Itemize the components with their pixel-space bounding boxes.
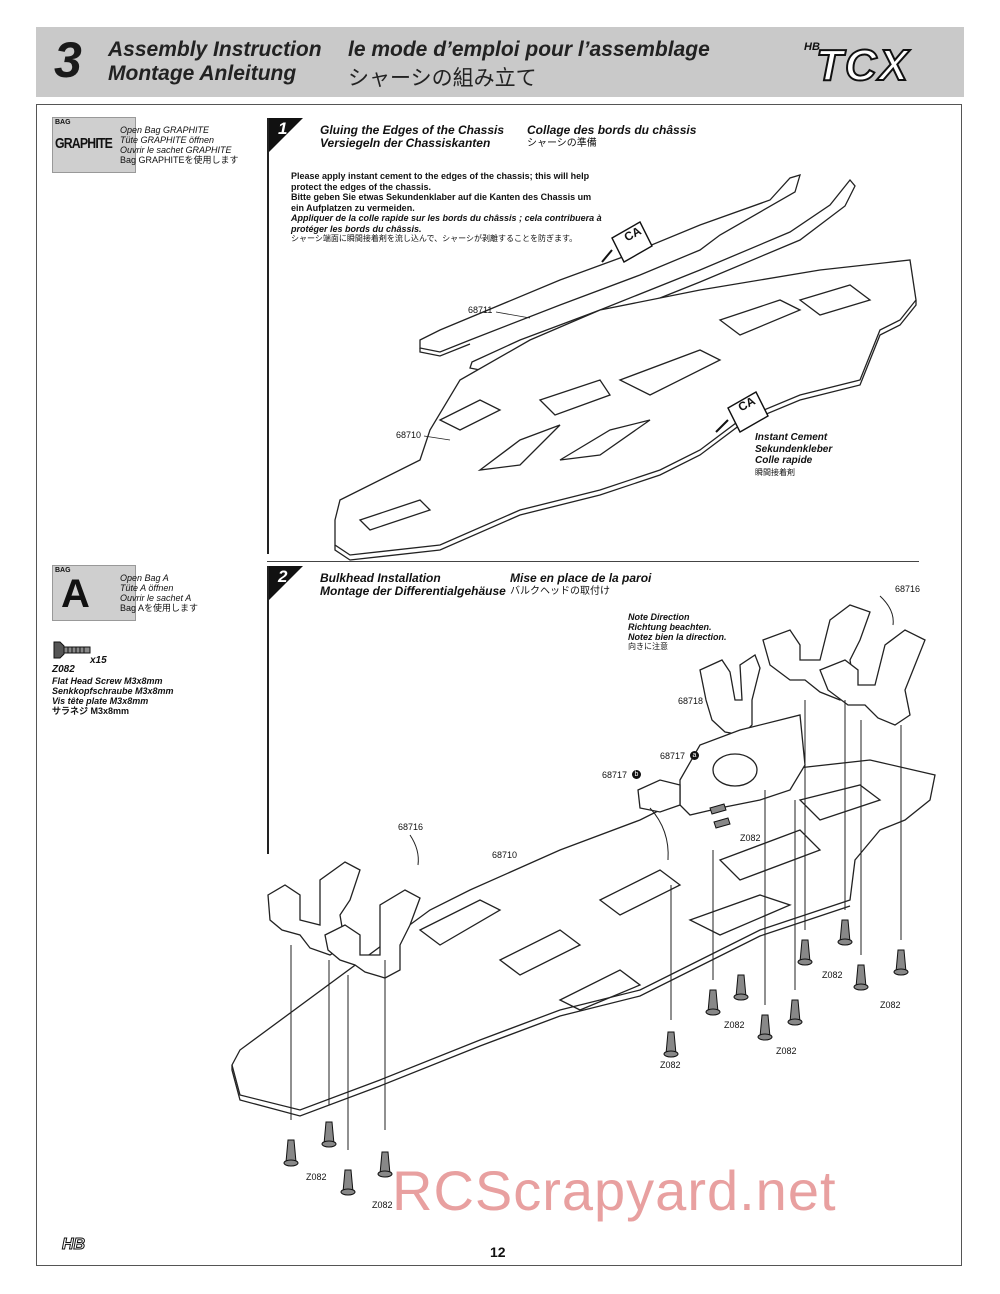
step1-title-en: Gluing the Edges of the Chassis — [320, 123, 505, 137]
mount-badge-a: a — [690, 751, 699, 760]
chassis-plate-step2 — [231, 759, 936, 1117]
ca-bottle-bottom-icon — [715, 391, 769, 433]
bag-tag: BAG — [55, 567, 71, 574]
bulkhead-rear-68716 — [762, 604, 926, 726]
mount-badge-b: b — [632, 770, 641, 779]
step2-tab — [269, 566, 303, 600]
instant-cement-label: Instant Cement Sekundenkleber Colle rapi… — [755, 432, 833, 477]
header-title-fr: le mode d’emploi pour l’assemblage — [348, 38, 710, 61]
part-label-68717-b: 68717 — [602, 770, 628, 780]
screw-quantity: x15 — [90, 655, 107, 666]
z082-screws — [283, 803, 909, 1196]
bag-graphite-name: GRAPHITE — [55, 135, 113, 152]
chapter-number: 3 — [54, 32, 82, 88]
center-bulkhead-68718 — [699, 654, 761, 736]
screw-label: Z082 — [306, 1172, 327, 1182]
screw-label: Z082 — [776, 1046, 797, 1056]
page-frame — [36, 104, 962, 1266]
bag-tag: BAG — [55, 119, 71, 126]
ca-bottle-top-icon — [601, 221, 653, 263]
page-number: 12 — [490, 1244, 506, 1260]
note-direction: Note Direction Richtung beachten. Notez … — [628, 612, 727, 651]
step2-title-en: Bulkhead Installation — [320, 571, 441, 585]
bag-graphite-box: BAG GRAPHITE — [52, 117, 136, 173]
step1-divider — [267, 118, 269, 554]
part-label-68716-front: 68716 — [398, 822, 424, 832]
step1-title-fr: Collage des bords du châssis — [527, 123, 697, 137]
screw-code: Z082 — [52, 664, 75, 675]
part-label-68717-a: 68717 — [660, 751, 686, 761]
screw-description: Flat Head Screw M3x8mm Senkkopfschraube … — [52, 676, 174, 716]
step1-instructions: Please apply instant cement to the edges… — [291, 171, 602, 243]
bulkhead-front-68716 — [267, 861, 421, 979]
bag-a-box: BAG A — [52, 565, 136, 621]
screw-label: Z082 — [372, 1200, 393, 1210]
bag-graphite-text: Open Bag GRAPHITE Tüte GRAPHITE öffnen O… — [120, 125, 239, 165]
watermark: RCScrapyard.net — [392, 1159, 837, 1222]
page-header: 3 Assembly Instruction Montage Anleitung… — [36, 27, 964, 97]
motor-mount-68717 — [637, 714, 806, 816]
step2-title-jp: バルクヘッドの取付け — [510, 586, 610, 597]
part-label-68710-step2: 68710 — [492, 850, 518, 860]
flat-head-screw-icon — [53, 641, 91, 659]
part-label-68716-rear: 68716 — [895, 584, 921, 594]
screw-label: Z082 — [724, 1020, 745, 1030]
step1-title-jp: シャーシの準備 — [527, 138, 597, 149]
part-label-68711: 68711 — [468, 305, 493, 315]
screw-label: Z082 — [660, 1060, 681, 1070]
brand-logo: HB — [804, 41, 820, 53]
bag-a-name: A — [61, 572, 90, 616]
header-title-jp: シャーシの組み立て — [348, 67, 537, 90]
screw-label: Z082 — [880, 1000, 901, 1010]
header-title-en: Assembly Instruction — [108, 38, 322, 61]
step1-number: 1 — [278, 119, 288, 138]
section-separator — [267, 561, 919, 562]
chassis-plate-68710 — [334, 259, 917, 561]
step2-divider — [267, 566, 269, 854]
screw-label: Z082 — [822, 970, 843, 980]
part-label-68710: 68710 — [396, 430, 422, 440]
screw-label: Z082 — [740, 833, 761, 843]
header-title-de: Montage Anleitung — [108, 62, 297, 85]
part-label-68718: 68718 — [678, 696, 704, 706]
footer-logo: HB — [61, 1236, 86, 1254]
model-logo: TCX — [815, 40, 910, 91]
step2-title-fr: Mise en place de la paroi — [510, 571, 652, 585]
step2-title-de: Montage der Differentialgehäuse — [320, 584, 506, 598]
step1-title-de: Versiegeln der Chassiskanten — [320, 136, 491, 150]
step1-tab — [269, 118, 303, 152]
bag-a-text: Open Bag A Tüte A öffnen Ouvrir le sache… — [120, 573, 199, 613]
step2-number: 2 — [278, 567, 288, 586]
assembly-guide-lines — [290, 595, 902, 1150]
